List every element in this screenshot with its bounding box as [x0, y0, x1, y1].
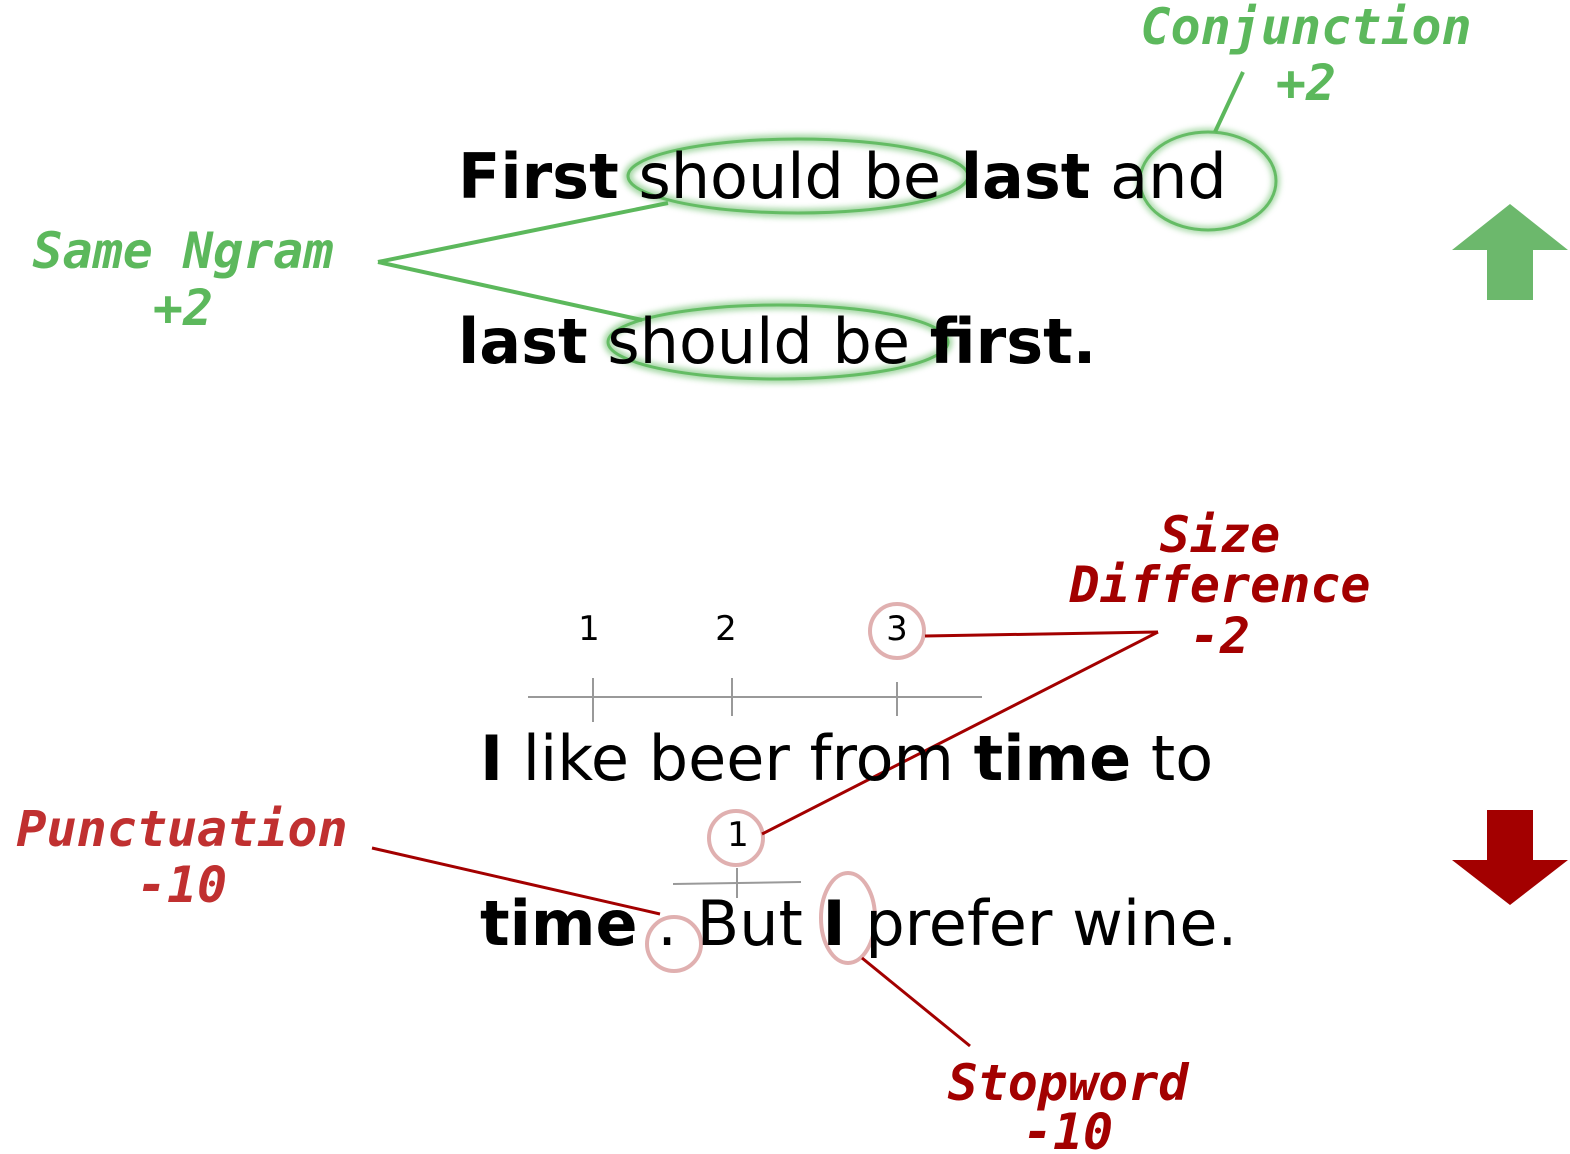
stopword-score: -10 [1023, 1103, 1113, 1154]
same-ngram-connectors [377, 201, 669, 322]
bot-l1-w1: like beer from [503, 722, 974, 795]
conjunction-label: Conjunction [1140, 0, 1471, 56]
ruler-tick-1: 1 [578, 609, 600, 649]
penalty-connectors [371, 630, 1159, 1048]
bot-l2-w1: . But [638, 887, 823, 960]
size-diff-label-1: Size [1160, 506, 1280, 564]
ruler-tick-3: 3 [886, 609, 908, 649]
top-sentence-line1: First should be last and [458, 140, 1227, 213]
top-l2-w1: should be [588, 305, 930, 378]
top-l2-w0: last [458, 305, 588, 378]
bot-l1-w0: I [480, 722, 503, 795]
punctuation-label: Punctuation [16, 800, 347, 858]
same-ngram-label: Same Ngram [32, 222, 333, 280]
ruler-bottom-tick-1: 1 [727, 815, 749, 855]
punctuation-score: -10 [137, 856, 227, 914]
top-sentence-line2: last should be first. [458, 305, 1096, 378]
ruler-tick-2: 2 [715, 609, 737, 649]
conjunction-score: +2 [1276, 54, 1336, 112]
stopword-label: Stopword [948, 1054, 1191, 1112]
bottom-sentence-line1: I like beer from time to [480, 722, 1213, 795]
top-l1-w2: last [961, 140, 1091, 213]
bot-l2-w2: I [823, 887, 846, 960]
bot-l2-w3: prefer wine. [846, 887, 1238, 960]
bottom-sentence-line2: time . But I prefer wine. [480, 887, 1237, 960]
bot-l1-w2: time [974, 722, 1132, 795]
top-l1-w0: First [458, 140, 619, 213]
penalty-highlights [645, 602, 926, 973]
ngram-highlights [603, 128, 1280, 384]
size-diff-label-2: Difference [1068, 556, 1370, 614]
top-l1-w1: should be [619, 140, 961, 213]
up-arrow-icon [1452, 204, 1568, 300]
bot-l1-w3: to [1131, 722, 1213, 795]
word-size-ruler-top [528, 678, 982, 722]
bot-l2-w0: time [480, 887, 638, 960]
conjunction-connector [1213, 71, 1245, 133]
down-arrow-icon [1452, 810, 1568, 905]
size-diff-score: -2 [1190, 607, 1250, 665]
same-ngram-score: +2 [153, 279, 213, 337]
word-size-ruler-bottom [672, 868, 802, 898]
top-l2-w2: first. [930, 305, 1097, 378]
top-l1-w3: and [1090, 140, 1226, 213]
